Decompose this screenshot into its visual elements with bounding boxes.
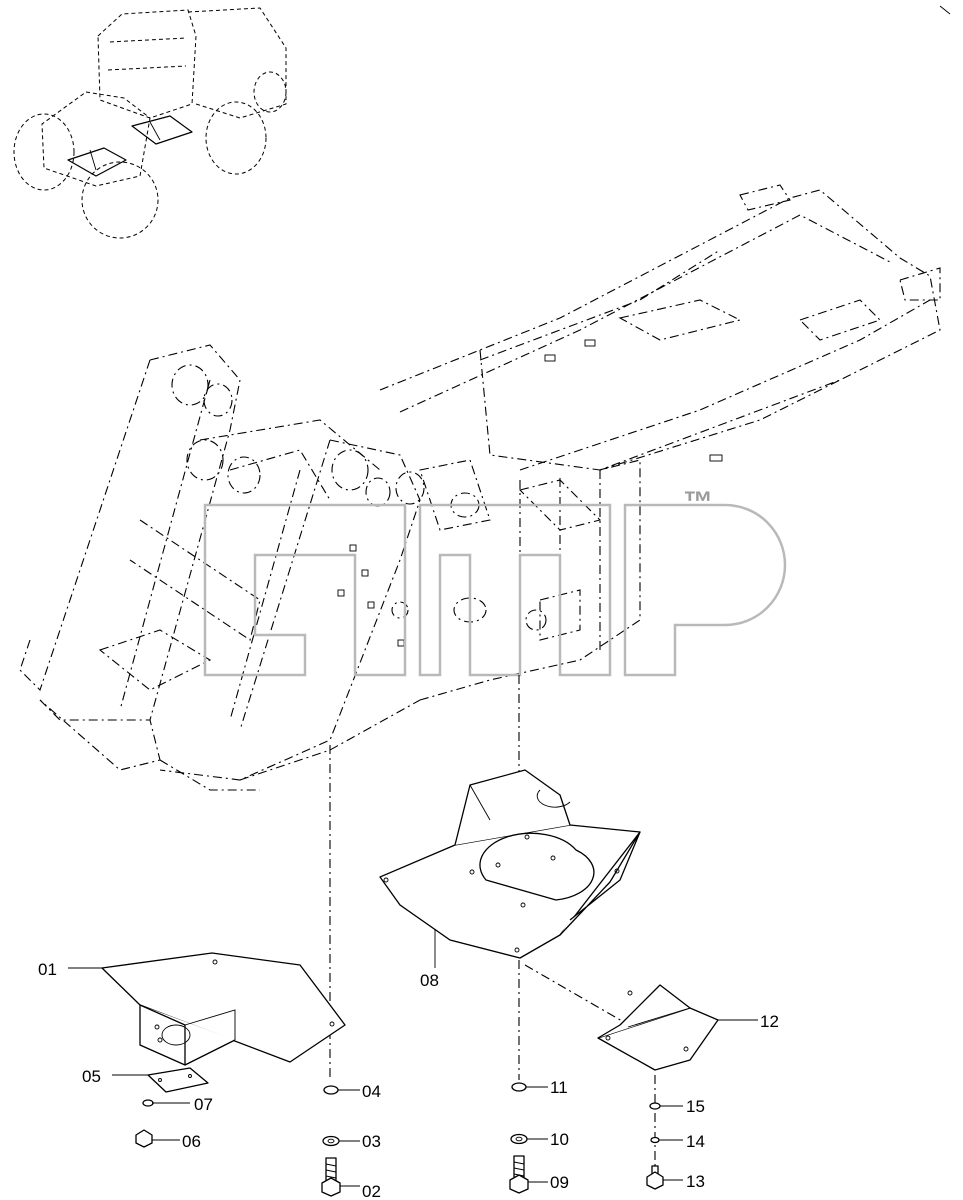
label-part-06: 06: [182, 1132, 201, 1151]
callout-leaders: [68, 930, 758, 1187]
part-labels: 01 02 03 04 05 06 07 08 09 10 11 12 13 1…: [38, 960, 779, 1200]
watermark: ™: [203, 486, 787, 677]
label-part-08: 08: [420, 971, 439, 990]
machine-overview-inset: [13, 5, 951, 239]
label-part-11: 11: [550, 1078, 568, 1097]
part-14-washer: [650, 1136, 660, 1144]
part-08-underbody-plate: [379, 769, 641, 959]
part-03-washer: [322, 1135, 340, 1147]
label-part-15: 15: [686, 1097, 705, 1116]
part-12-bracket-plate: [597, 984, 719, 1071]
label-part-10: 10: [550, 1130, 569, 1149]
label-part-03: 03: [362, 1132, 381, 1151]
label-part-13: 13: [686, 1172, 705, 1191]
part-06-bolt: [135, 1129, 153, 1148]
part-02-bolt: [321, 1157, 341, 1197]
label-part-07: 07: [194, 1095, 213, 1114]
part-09-bolt: [509, 1155, 529, 1194]
label-part-05: 05: [82, 1067, 101, 1086]
part-05-cover: [147, 1067, 209, 1093]
watermark-trademark: ™: [683, 486, 713, 519]
part-04-washer: [323, 1085, 339, 1095]
part-15-washer: [649, 1102, 661, 1110]
label-part-04: 04: [362, 1082, 381, 1101]
label-part-01: 01: [38, 960, 57, 979]
part-11-washer: [511, 1082, 527, 1092]
main-frame: [19, 184, 941, 791]
part-01-guard-plate: [101, 952, 346, 1066]
label-part-09: 09: [550, 1173, 569, 1192]
label-part-14: 14: [686, 1132, 705, 1151]
part-13-bolt: [646, 1165, 664, 1190]
part-10-washer: [510, 1133, 528, 1145]
label-part-12: 12: [760, 1012, 779, 1031]
label-part-02: 02: [362, 1182, 381, 1200]
part-07-washer: [142, 1099, 154, 1107]
